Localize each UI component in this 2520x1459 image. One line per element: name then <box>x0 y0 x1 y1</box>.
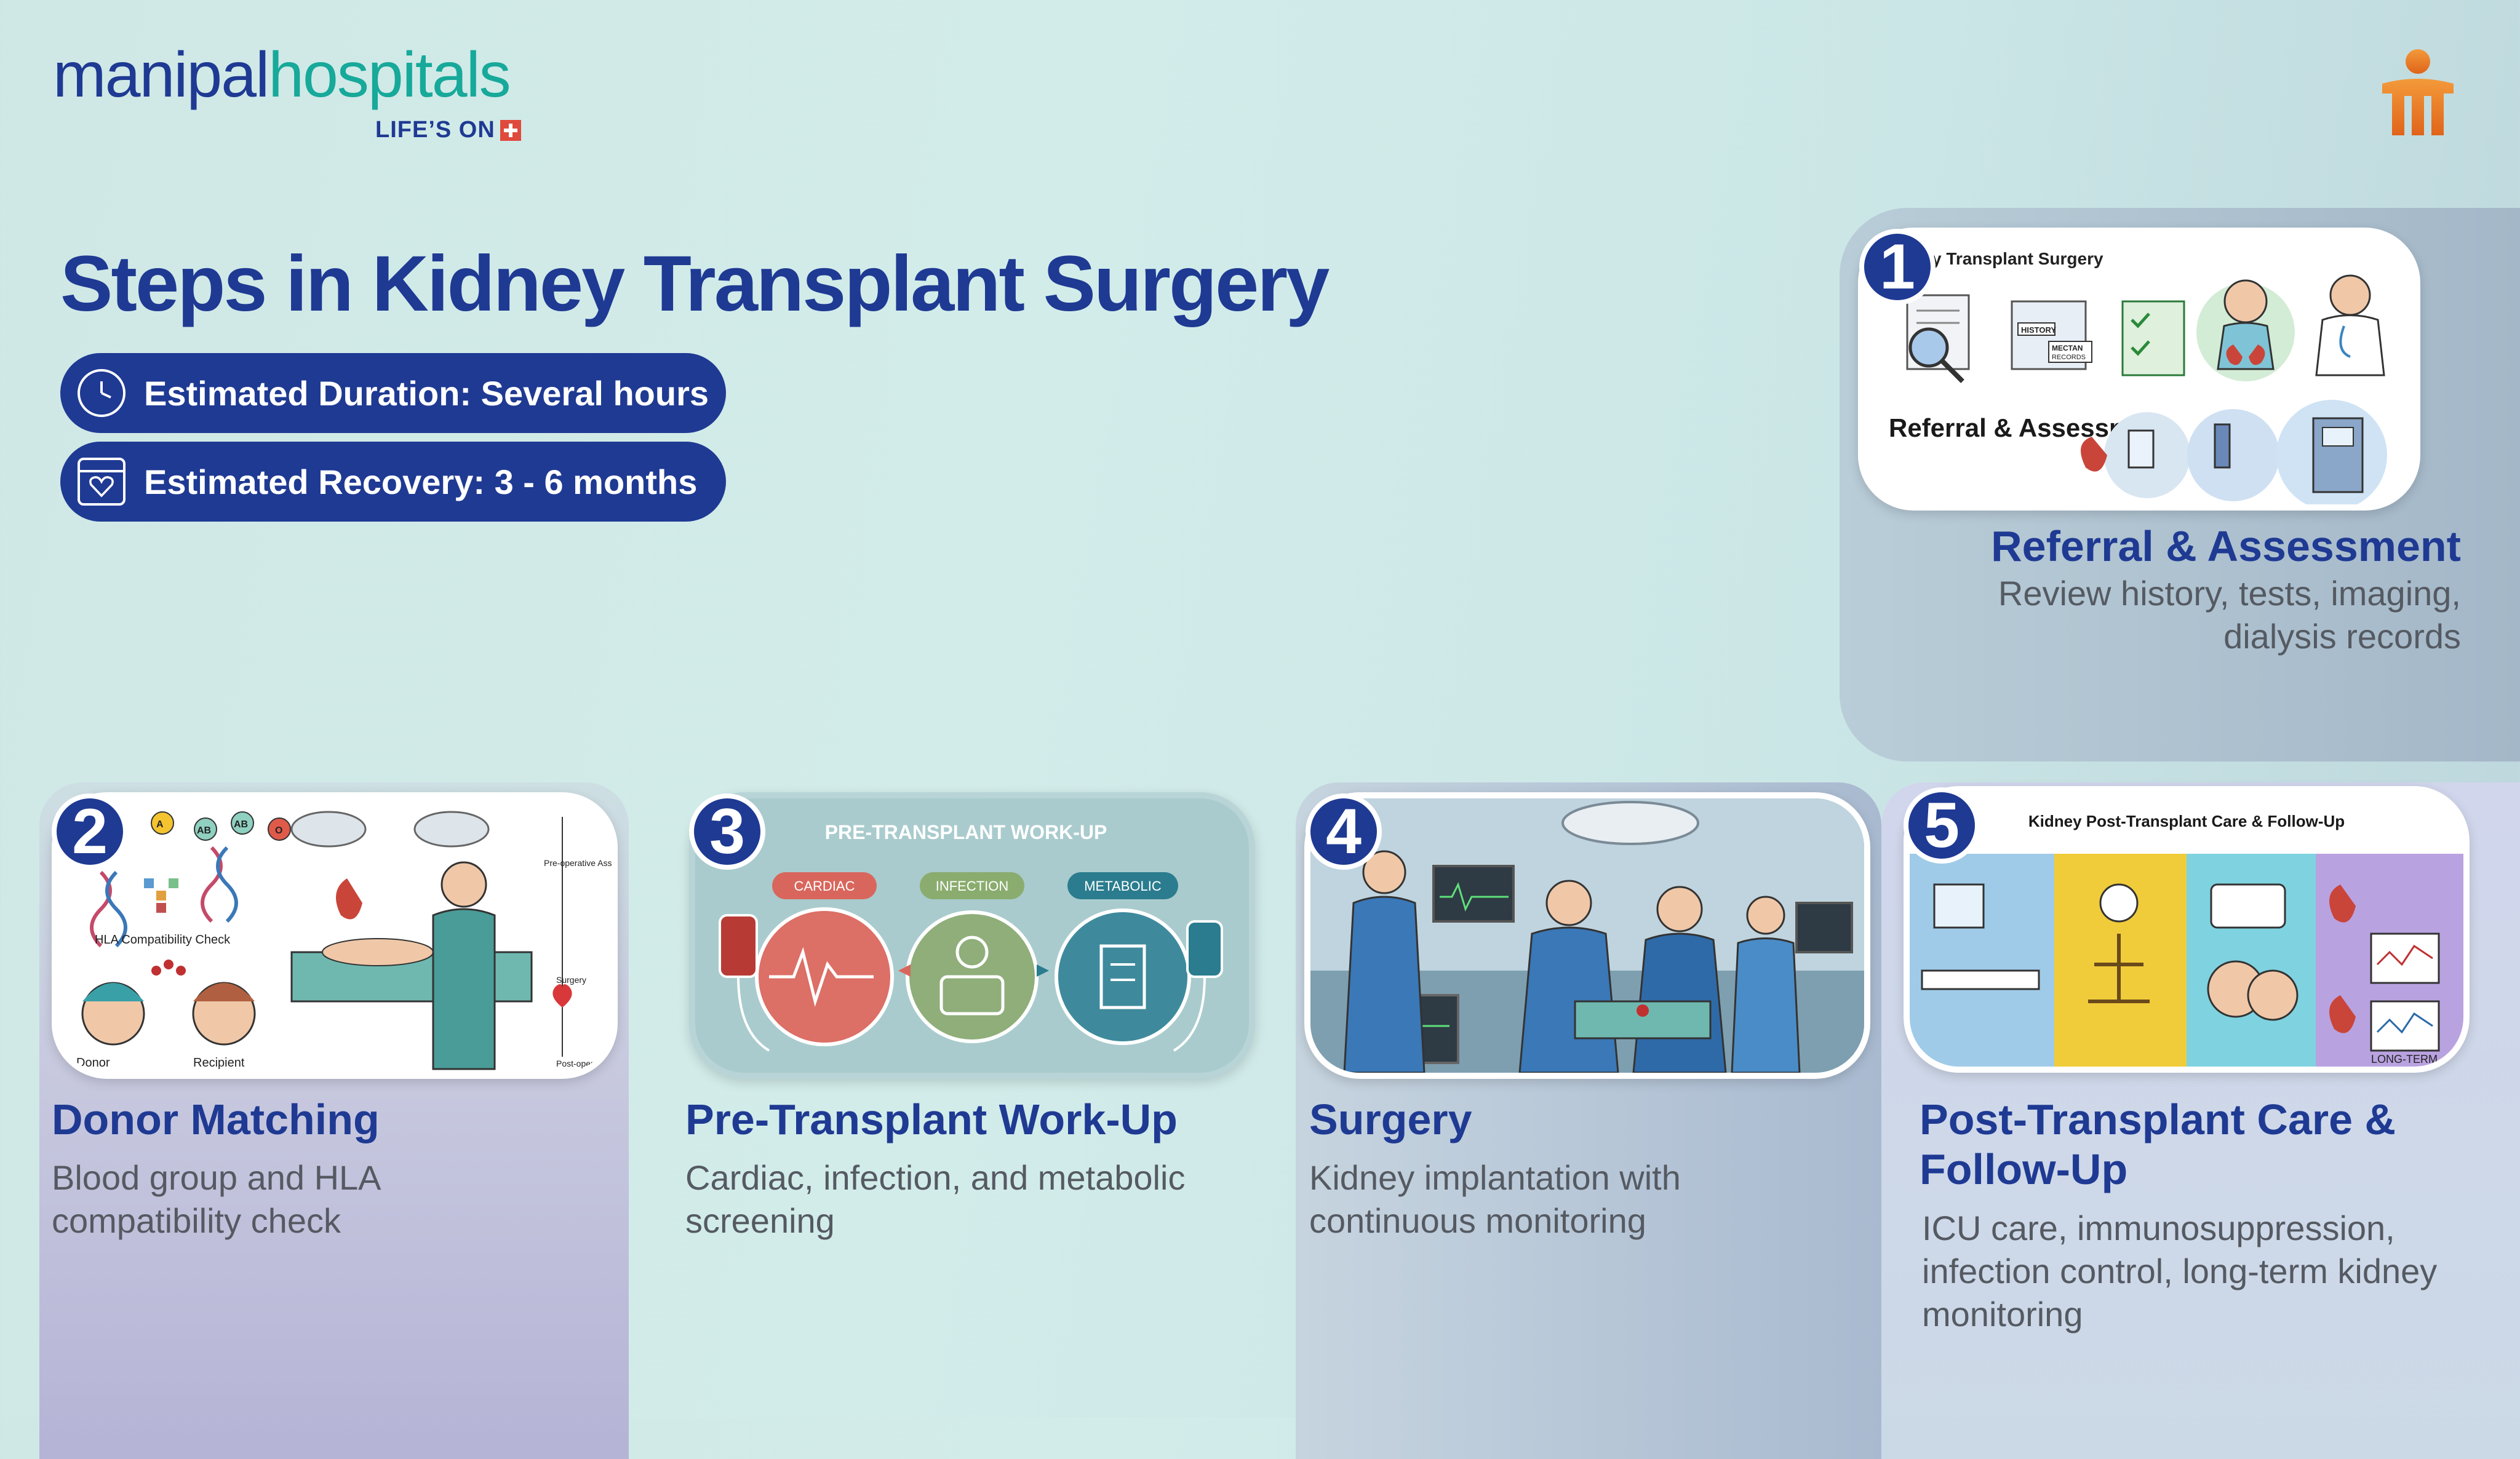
step-5-image-heading: Kidney Post-Transplant Care & Follow-Up <box>2028 812 2345 830</box>
records-label: RECORDS <box>2052 354 2086 361</box>
brand-mark-icon <box>2382 49 2454 135</box>
cardiac-label: CARDIAC <box>794 878 855 894</box>
flow-pre-op: Pre-operative Assessments <box>544 858 612 868</box>
flow-surgery: Surgery <box>556 975 586 985</box>
duration-text: Estimated Duration: Several hours <box>144 373 709 413</box>
step-3-description: Cardiac, infection, and metabolic screen… <box>685 1158 1186 1240</box>
step-5-title: Post-Transplant Care & Follow-Up <box>1920 1095 2396 1194</box>
logo-part-2: hospitals <box>268 39 511 111</box>
blood-type-ab-1: AB <box>197 825 211 836</box>
step-5-illustration: Kidney Post-Transplant Care & Follow-Up … <box>1904 786 2470 1073</box>
step-3-image-heading: PRE-TRANSPLANT WORK-UP <box>825 821 1107 843</box>
hla-label: HLA Compatibility Check <box>95 933 231 947</box>
calendar-heart-icon <box>78 458 126 506</box>
step-4-number-badge: 4 <box>1306 793 1382 870</box>
mectan-label: MECTAN <box>2052 344 2083 352</box>
clock-icon <box>78 369 126 417</box>
step-2-description: Blood group and HLA compatibility check <box>52 1158 380 1240</box>
step-1-number-badge: 1 <box>1859 229 1936 305</box>
plus-icon <box>500 119 521 141</box>
step-1-description: Review history, tests, imaging, dialysis… <box>1998 574 2461 656</box>
step-3-title: Pre-Transplant Work-Up <box>685 1095 1178 1143</box>
infection-label: INFECTION <box>936 878 1009 894</box>
step-2-title: Donor Matching <box>52 1095 380 1143</box>
step-3-number-badge: 3 <box>689 793 765 870</box>
metabolic-label: METABOLIC <box>1084 878 1162 894</box>
recipient-label: Recipient <box>193 1056 245 1070</box>
logo-tagline: LIFE’S ON <box>375 117 521 143</box>
duration-pill: Estimated Duration: Several hours <box>60 353 726 433</box>
step-4-title: Surgery <box>1309 1095 1472 1143</box>
flow-post-op: Post-operat <box>556 1059 600 1068</box>
page-title: Steps in Kidney Transplant Surgery <box>60 240 1330 328</box>
history-label: HISTORY <box>2021 325 2056 335</box>
step-2-number-badge: 2 <box>52 793 128 870</box>
tagline-text: LIFE’S ON <box>375 117 495 143</box>
step-3-illustration: PRE-TRANSPLANT WORK-UP CARDIAC INFECTION… <box>689 792 1255 1079</box>
blood-type-ab-2: AB <box>234 819 248 830</box>
donor-label: Donor <box>76 1056 110 1070</box>
step-4-illustration <box>1304 792 1870 1079</box>
blood-type-o: O <box>275 825 282 836</box>
logo-part-1: manipal <box>53 39 269 111</box>
long-term-label: LONG-TERM <box>2371 1053 2438 1065</box>
blood-type-a: A <box>156 819 164 830</box>
step-1-image-heading: y Transplant Surgery <box>1932 249 2103 268</box>
recovery-pill: Estimated Recovery: 3 - 6 months <box>60 442 726 522</box>
step-5-number-badge: 5 <box>1904 787 1980 864</box>
recovery-text: Estimated Recovery: 3 - 6 months <box>144 462 698 501</box>
step-1-title: Referral & Assessment <box>1991 522 2461 570</box>
step-2-illustration: A AB AB O HLA Compatibility Check Donor … <box>52 792 618 1079</box>
step-4-description: Kidney implantation with continuous moni… <box>1309 1158 1681 1240</box>
brand-logo: manipalhospitals <box>53 43 511 107</box>
step-1-illustration: y Transplant Surgery HISTORY MECTAN RECO… <box>1858 228 2420 511</box>
step-5-description: ICU care, immunosuppression, infection c… <box>1922 1209 2438 1334</box>
